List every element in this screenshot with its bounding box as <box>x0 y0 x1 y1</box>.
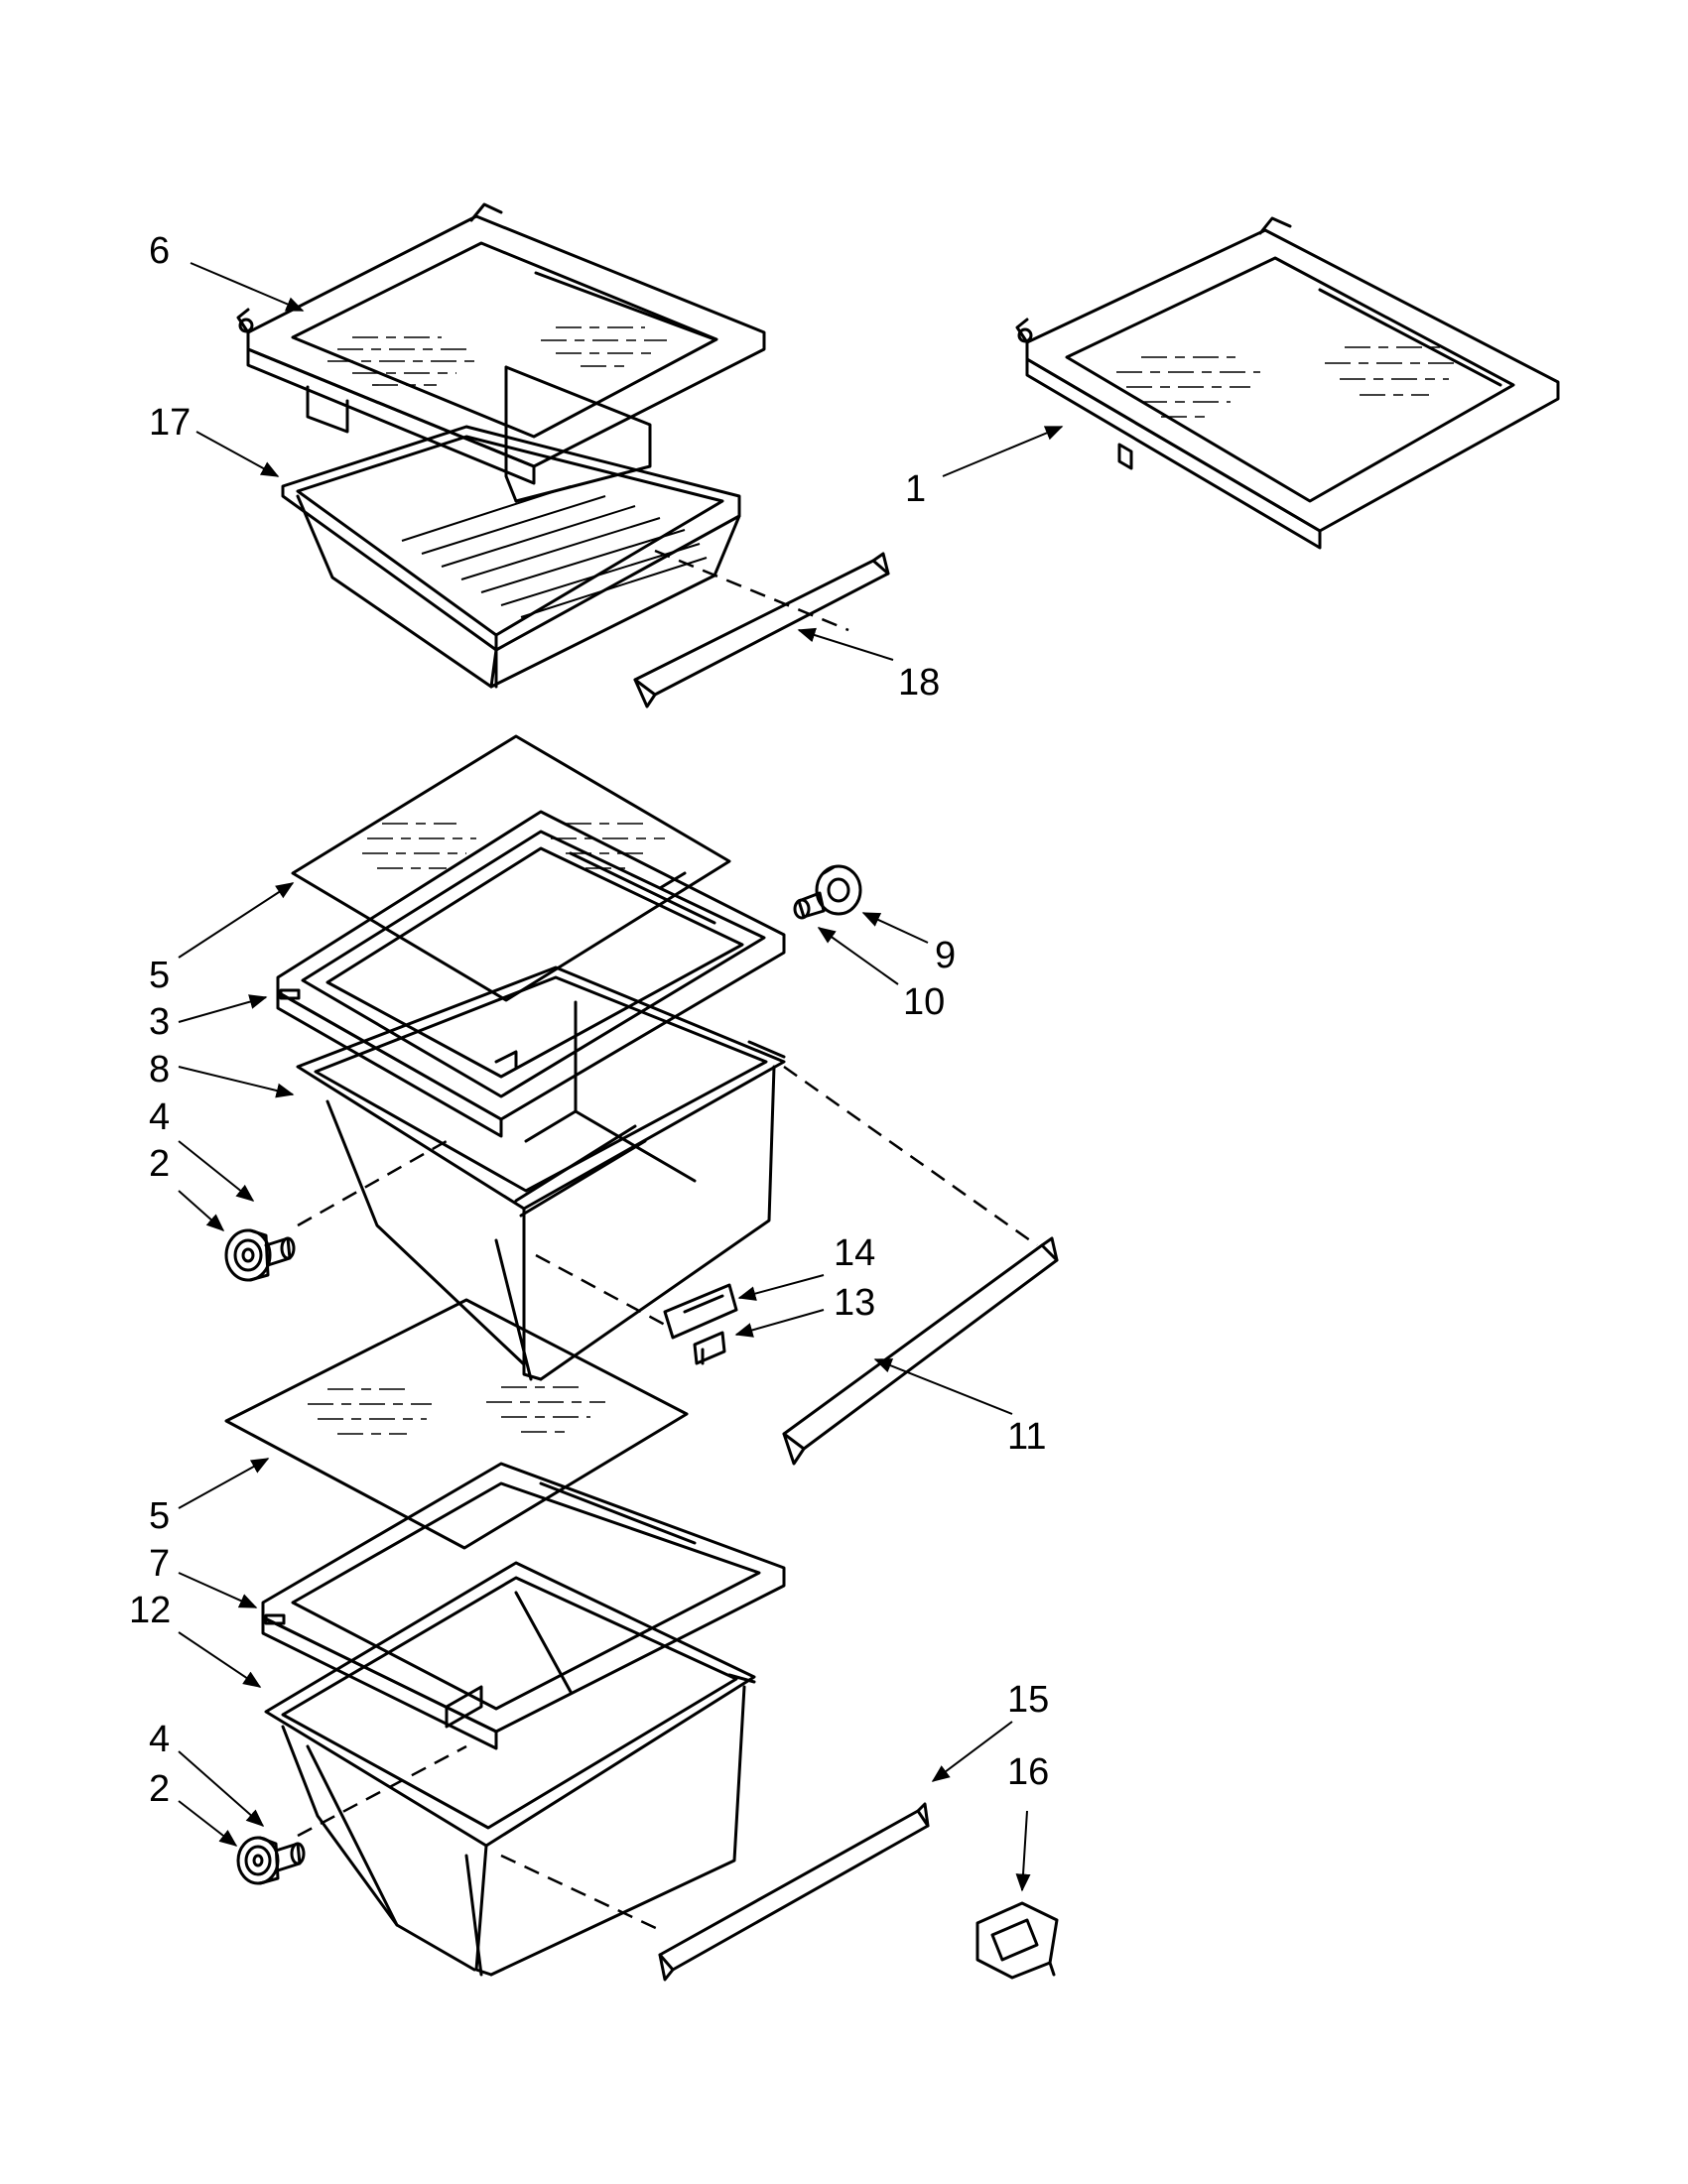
part-5-upper-glass-pattern <box>362 823 665 869</box>
part-12-crisper-drawer <box>264 1561 756 1977</box>
part-10-roller-axle <box>793 891 826 920</box>
part-1-glass-shelf <box>1015 216 1560 550</box>
part-17-crisper-pan <box>281 425 741 689</box>
callout-12: 12 <box>129 1590 171 1631</box>
part-18-trim-strip <box>633 552 890 708</box>
callout-2-lower: 2 <box>149 1768 170 1810</box>
callout-4-upper: 4 <box>149 1096 170 1138</box>
part-6-shelf-frame <box>236 202 766 503</box>
part-13-clip <box>693 1331 726 1365</box>
part-11-trim-strip <box>782 1236 1059 1466</box>
part-3-crisper-cover-frame <box>276 810 786 1138</box>
part-1-glass-pattern <box>1116 346 1459 418</box>
part-9-roller-cap <box>815 864 862 916</box>
callout-10: 10 <box>903 981 945 1023</box>
part-14-bracket <box>663 1283 738 1340</box>
callout-13: 13 <box>834 1282 875 1324</box>
callout-3: 3 <box>149 1001 170 1043</box>
part-5-lower-glass-pattern <box>308 1386 605 1435</box>
part-2-roller-upper <box>224 1228 272 1282</box>
callout-5-upper: 5 <box>149 955 170 996</box>
callout-leaders <box>178 262 1064 1892</box>
part-15-trim-strip <box>658 1802 930 1982</box>
part-17-ribs <box>401 485 708 618</box>
callout-9: 9 <box>935 935 956 976</box>
callout-5-lower: 5 <box>149 1495 170 1537</box>
callout-labels: 6 17 1 18 5 3 8 4 2 9 10 14 13 11 5 7 12… <box>129 230 1049 1810</box>
part-16-clip <box>975 1901 1059 1980</box>
part-6-glass-pattern <box>327 326 667 386</box>
part-2-roller-lower <box>236 1836 280 1885</box>
part-4-axle-lower <box>274 1842 306 1872</box>
part-8-crisper-drawer <box>296 965 786 1381</box>
callout-7: 7 <box>149 1543 170 1585</box>
callout-11: 11 <box>1007 1416 1046 1458</box>
part-5-glass-panel-lower <box>224 1298 689 1550</box>
callout-2-upper: 2 <box>149 1143 170 1185</box>
callout-18: 18 <box>898 662 940 704</box>
callout-14: 14 <box>834 1232 875 1274</box>
part-7-crisper-cover-frame <box>261 1462 786 1750</box>
callout-16: 16 <box>1007 1751 1049 1793</box>
callout-6: 6 <box>149 230 170 272</box>
callout-1: 1 <box>905 468 926 510</box>
part-4-axle-upper <box>264 1236 296 1267</box>
part-5-glass-panel-upper <box>291 734 731 1002</box>
callout-15: 15 <box>1007 1679 1049 1721</box>
callout-4-lower: 4 <box>149 1719 170 1760</box>
callout-17: 17 <box>149 402 191 444</box>
callout-8: 8 <box>149 1049 170 1091</box>
